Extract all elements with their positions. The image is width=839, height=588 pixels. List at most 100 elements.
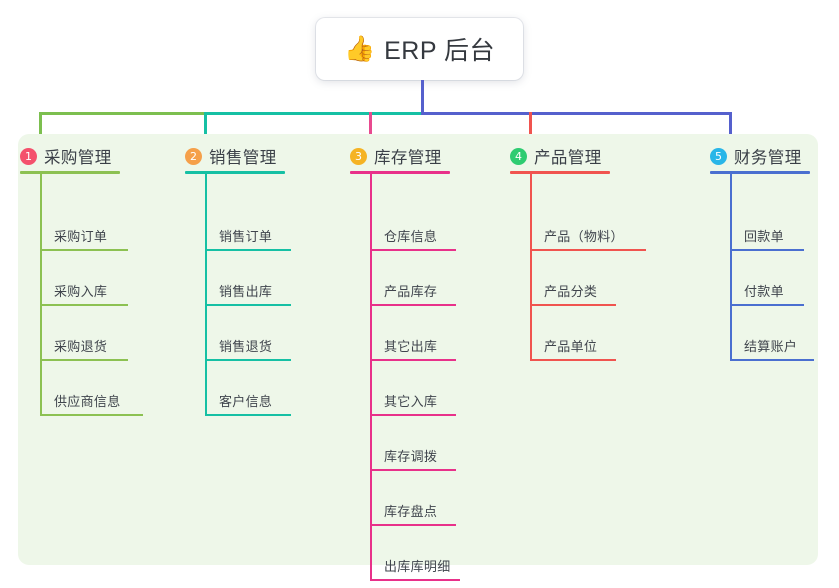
tree-leaf-rule (40, 359, 128, 361)
tree-leaf-rule (205, 414, 291, 416)
tree-leaf-rule (730, 249, 804, 251)
tree-leaf-item[interactable]: 付款单 (730, 251, 804, 306)
drop-connector-3 (368, 112, 372, 148)
root-node-title: ERP 后台 (384, 37, 496, 65)
tree-leaf-rule (370, 579, 460, 581)
tree-leaf-item[interactable]: 采购订单 (40, 196, 128, 251)
tree-leaf-rule (370, 304, 456, 306)
column-title-1: 采购管理 (44, 149, 112, 167)
column-badge-3: 3 (350, 147, 367, 165)
tree-leaf-label: 出库库明细 (384, 559, 451, 574)
tree-leaf-label: 产品单位 (544, 339, 598, 354)
tree-leaf-label: 产品（物料） (544, 229, 624, 244)
tree-leaf-item[interactable]: 销售退货 (205, 306, 291, 361)
tree-leaf-label: 付款单 (744, 284, 784, 299)
root-stem-connector (420, 80, 424, 115)
column-header-rule-3 (350, 171, 450, 174)
tree-leaf-item[interactable]: 销售出库 (205, 251, 291, 306)
tree-leaf-label: 回款单 (744, 229, 784, 244)
tree-leaf-label: 库存调拨 (384, 449, 438, 464)
tree-panel: 1 采购管理采购订单采购入库采购退货供应商信息 2 销售管理销售订单销售出库销售退货客… (18, 134, 818, 581)
tree-leaf-label: 采购订单 (54, 229, 108, 244)
tree-leaf-rule (40, 414, 143, 416)
tree-leaf-label: 库存盘点 (384, 504, 438, 519)
tree-leaf-label: 采购入库 (54, 284, 108, 299)
bus-segment-green (38, 112, 207, 115)
column-header-1[interactable]: 1 采购管理 (20, 144, 112, 168)
tree-leaf-rule (205, 249, 291, 251)
tree-leaf-label: 产品库存 (384, 284, 438, 299)
tree-leaf-item[interactable]: 库存调拨 (370, 416, 456, 471)
tree-leaf-label: 销售订单 (219, 229, 273, 244)
tree-leaf-item[interactable]: 仓库信息 (370, 196, 456, 251)
column-badge-2: 2 (185, 147, 202, 165)
tree-leaf-label: 客户信息 (219, 394, 273, 409)
tree-leaf-item[interactable]: 结算账户 (730, 306, 814, 361)
tree-leaf-item[interactable]: 产品分类 (530, 251, 616, 306)
column-spine-4 (530, 174, 532, 361)
tree-leaf-rule (370, 524, 456, 526)
drop-connector-2 (203, 112, 207, 148)
tree-leaf-rule (40, 249, 128, 251)
tree-leaf-rule (730, 359, 814, 361)
column-header-3[interactable]: 3 库存管理 (350, 144, 442, 168)
column-title-4: 产品管理 (534, 149, 602, 167)
column-badge-1: 1 (20, 147, 37, 165)
tree-leaf-rule (730, 304, 804, 306)
tree-leaf-item[interactable]: 产品单位 (530, 306, 616, 361)
column-header-5[interactable]: 5 财务管理 (710, 144, 802, 168)
tree-leaf-item[interactable]: 供应商信息 (40, 361, 143, 416)
tree-leaf-item[interactable]: 采购入库 (40, 251, 128, 306)
root-node-card[interactable]: 👍 ERP 后台 (316, 18, 523, 80)
tree-leaf-label: 其它出库 (384, 339, 438, 354)
tree-leaf-rule (370, 249, 456, 251)
tree-leaf-label: 产品分类 (544, 284, 598, 299)
tree-leaf-item[interactable]: 其它入库 (370, 361, 456, 416)
tree-leaf-rule (370, 469, 456, 471)
tree-leaf-rule (530, 359, 616, 361)
tree-leaf-rule (530, 249, 646, 251)
column-header-rule-1 (20, 171, 120, 174)
tree-leaf-rule (40, 304, 128, 306)
tree-leaf-label: 结算账户 (744, 339, 798, 354)
tree-leaf-item[interactable]: 其它出库 (370, 306, 456, 361)
column-badge-5: 5 (710, 147, 727, 165)
bus-segment-purple (420, 112, 732, 115)
column-header-rule-2 (185, 171, 285, 174)
column-header-rule-5 (710, 171, 810, 174)
drop-connector-4 (528, 112, 532, 148)
tree-leaf-rule (530, 304, 616, 306)
tree-leaf-rule (205, 359, 291, 361)
column-spine-3 (370, 174, 372, 581)
tree-leaf-item[interactable]: 销售订单 (205, 196, 291, 251)
bus-segment-teal (203, 112, 424, 115)
tree-leaf-item[interactable]: 出库库明细 (370, 526, 460, 581)
column-header-4[interactable]: 4 产品管理 (510, 144, 602, 168)
column-spine-2 (205, 174, 207, 416)
column-title-2: 销售管理 (209, 149, 277, 167)
tree-leaf-item[interactable]: 产品（物料） (530, 196, 646, 251)
tree-leaf-label: 仓库信息 (384, 229, 438, 244)
tree-leaf-rule (205, 304, 291, 306)
tree-leaf-label: 销售退货 (219, 339, 273, 354)
tree-leaf-rule (370, 414, 456, 416)
tree-leaf-label: 采购退货 (54, 339, 108, 354)
tree-leaf-label: 其它入库 (384, 394, 438, 409)
drop-connector-1 (38, 112, 42, 148)
column-header-rule-4 (510, 171, 610, 174)
tree-leaf-label: 供应商信息 (54, 394, 121, 409)
drop-connector-5 (728, 112, 732, 148)
column-title-3: 库存管理 (374, 149, 442, 167)
tree-leaf-item[interactable]: 库存盘点 (370, 471, 456, 526)
column-title-5: 财务管理 (734, 149, 802, 167)
tree-leaf-item[interactable]: 回款单 (730, 196, 804, 251)
tree-leaf-item[interactable]: 客户信息 (205, 361, 291, 416)
tree-leaf-rule (370, 359, 456, 361)
tree-leaf-item[interactable]: 产品库存 (370, 251, 456, 306)
column-badge-4: 4 (510, 147, 527, 165)
tree-leaf-item[interactable]: 采购退货 (40, 306, 128, 361)
column-spine-1 (40, 174, 42, 416)
tree-leaf-label: 销售出库 (219, 284, 273, 299)
column-header-2[interactable]: 2 销售管理 (185, 144, 277, 168)
